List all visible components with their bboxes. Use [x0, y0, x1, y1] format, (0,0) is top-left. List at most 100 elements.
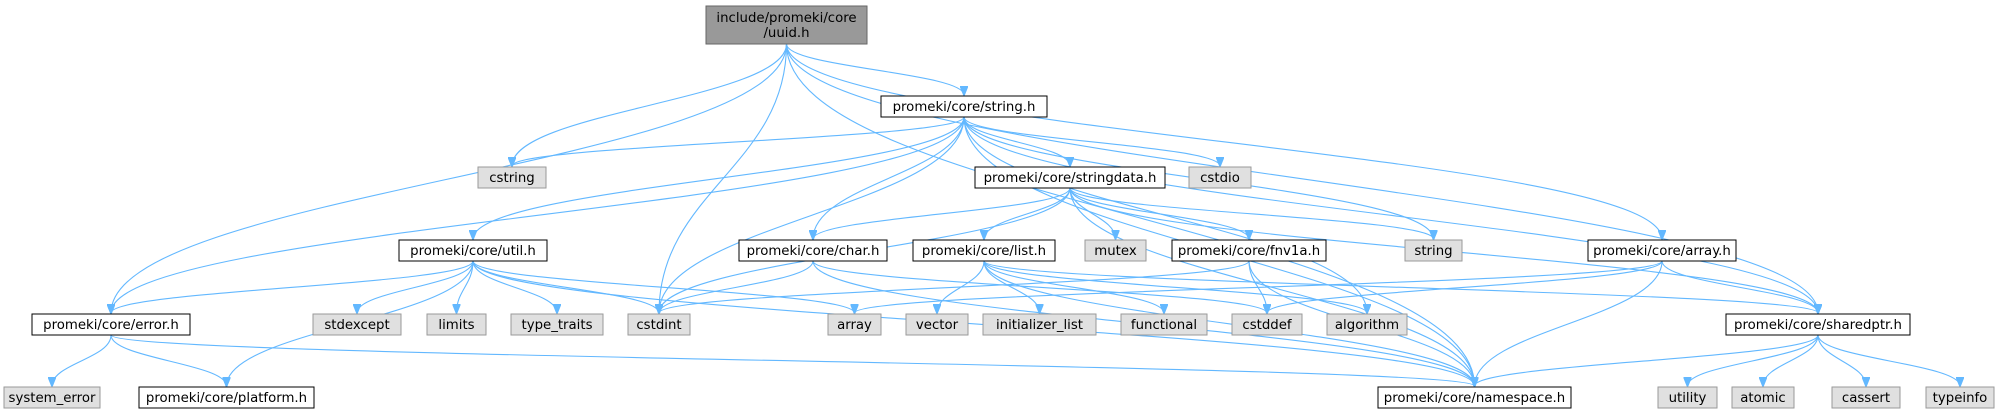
edge-sharedptr-to-typeinfo	[1817, 334, 1960, 386]
node-box	[705, 5, 868, 45]
node-cassert: cassert	[1831, 386, 1901, 409]
edge-string_h-to-cstdio	[963, 116, 1220, 166]
node-mutex: mutex	[1084, 239, 1147, 262]
edge-uuid-to-string_h	[785, 43, 965, 95]
node-box	[3, 386, 101, 409]
graph-nodes: include/promeki/core/uuid.h promeki/core/…	[3, 5, 1995, 409]
edge-list-to-sharedptr	[983, 260, 1818, 313]
node-label: algorithm	[1335, 318, 1399, 333]
node-box	[1377, 386, 1572, 409]
node-util[interactable]: promeki/core/util.h	[398, 239, 548, 262]
node-box	[1404, 239, 1463, 262]
node-label: include/promeki/core	[716, 11, 856, 26]
edge-error-to-system_error	[52, 334, 112, 386]
node-system-error: system_error	[3, 386, 101, 409]
node-box	[1657, 386, 1718, 409]
node-label: promeki/core/stringdata.h	[984, 171, 1157, 186]
node-label: cassert	[1842, 391, 1890, 406]
node-box	[905, 313, 969, 336]
node-typeinfo: typeinfo	[1925, 386, 1995, 409]
node-label: initializer_list	[996, 318, 1083, 333]
node-char[interactable]: promeki/core/char.h	[738, 239, 888, 262]
node-cstddef: cstddef	[1231, 313, 1303, 336]
edge-error-to-platform	[110, 334, 227, 386]
node-box	[31, 313, 191, 336]
edge-list-to-algorithm	[983, 260, 1367, 313]
edge-stringdata-to-list	[984, 187, 1071, 239]
edge-list-to-functional	[983, 260, 1164, 313]
edge-sharedptr-to-namespace	[1475, 334, 1819, 386]
edge-array_h-to-sharedptr	[1661, 260, 1818, 313]
node-cstdio: cstdio	[1188, 166, 1252, 189]
node-label: mutex	[1094, 244, 1137, 259]
edge-string_h-to-util	[473, 116, 965, 239]
node-label: cstdint	[636, 318, 681, 333]
node-algorithm: algorithm	[1326, 313, 1408, 336]
node-stdexcept: stdexcept	[312, 313, 402, 336]
node-box	[982, 313, 1097, 336]
node-atomic: atomic	[1731, 386, 1795, 409]
edge-error-to-namespace	[110, 334, 1475, 386]
edge-string_h-to-stringdata	[963, 116, 1070, 166]
edge-util-to-cstdint	[472, 260, 659, 313]
node-fnv1a[interactable]: promeki/core/fnv1a.h	[1171, 239, 1327, 262]
edge-string_h-to-sharedptr	[963, 116, 1818, 313]
node-stringdata[interactable]: promeki/core/stringdata.h	[974, 166, 1166, 189]
edge-string_h-to-char	[813, 116, 965, 239]
node-label: promeki/core/sharedptr.h	[1734, 318, 1902, 333]
node-box	[477, 166, 547, 189]
node-label: cstring	[489, 171, 534, 186]
node-label: vector	[916, 318, 959, 333]
node-label: cstddef	[1242, 318, 1292, 333]
edge-uuid-to-cstring	[512, 43, 788, 166]
edge-util-to-error	[111, 260, 474, 313]
node-initializer-list: initializer_list	[982, 313, 1097, 336]
node-error[interactable]: promeki/core/error.h	[31, 313, 191, 336]
node-label: promeki/core/namespace.h	[1384, 391, 1565, 406]
node-label: cstdio	[1200, 171, 1240, 186]
node-label: utility	[1669, 391, 1707, 406]
edge-sharedptr-to-utility	[1688, 334, 1819, 386]
edge-util-to-stdexcept	[357, 260, 474, 313]
node-namespace[interactable]: promeki/core/namespace.h	[1377, 386, 1572, 409]
node-box	[1120, 313, 1208, 336]
edge-stringdata-to-char	[813, 187, 1071, 239]
node-label: typeinfo	[1933, 391, 1988, 406]
edge-sharedptr-to-cassert	[1817, 334, 1866, 386]
node-box	[627, 313, 691, 336]
edge-uuid-to-array_h	[785, 43, 1663, 239]
node-box	[880, 95, 1048, 118]
node-box	[738, 239, 888, 262]
node-array-h[interactable]: promeki/core/array.h	[1587, 239, 1737, 262]
node-box	[912, 239, 1056, 262]
node-box	[1188, 166, 1252, 189]
edge-list-to-namespace	[983, 260, 1475, 386]
edge-sharedptr-to-atomic	[1763, 334, 1819, 386]
edge-char-to-cstddef	[812, 260, 1267, 313]
node-label: atomic	[1740, 391, 1785, 406]
node-label: limits	[438, 318, 474, 333]
edge-util-to-type_traits	[472, 260, 557, 313]
node-list[interactable]: promeki/core/list.h	[912, 239, 1056, 262]
node-label: array	[837, 318, 872, 333]
node-label: promeki/core/list.h	[922, 244, 1046, 259]
edge-list-to-initializer_list	[983, 260, 1040, 313]
node-string-h[interactable]: promeki/core/string.h	[880, 95, 1048, 118]
edge-char-to-cstdint	[659, 260, 814, 313]
edge-uuid-to-error	[111, 43, 788, 313]
node-box	[138, 386, 315, 409]
node-label: promeki/core/fnv1a.h	[1178, 244, 1320, 259]
node-uuid[interactable]: include/promeki/core/uuid.h	[705, 5, 868, 45]
edge-array_h-to-namespace	[1475, 260, 1663, 386]
node-label: promeki/core/array.h	[1593, 244, 1731, 259]
node-cstdint: cstdint	[627, 313, 691, 336]
edge-array_h-to-cstddef	[1267, 260, 1663, 313]
node-type-traits: type_traits	[510, 313, 604, 336]
node-sharedptr[interactable]: promeki/core/sharedptr.h	[1725, 313, 1911, 336]
node-label: promeki/core/util.h	[410, 244, 536, 259]
edge-util-to-array	[472, 260, 855, 313]
edge-uuid-to-namespace	[785, 43, 1475, 386]
node-platform[interactable]: promeki/core/platform.h	[138, 386, 315, 409]
node-label: promeki/core/string.h	[893, 100, 1036, 115]
node-box	[426, 313, 487, 336]
